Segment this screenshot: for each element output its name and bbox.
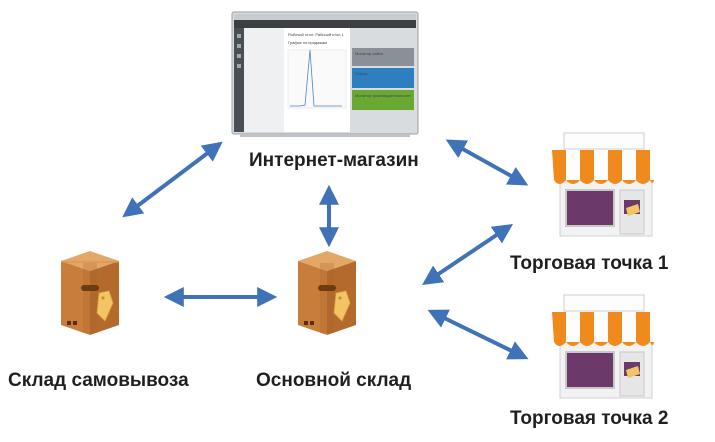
- screen-tab-chart: График по продажам: [288, 40, 327, 45]
- arrow-main-store1: [422, 223, 513, 286]
- arrow-main-store2: [427, 309, 529, 360]
- store2-icon: [552, 294, 656, 399]
- screen-panel-1: Монитор сайта: [355, 51, 384, 56]
- warehouse-pickup-box-icon: [61, 251, 119, 335]
- label-online-shop: Интернет-магазин: [249, 150, 419, 171]
- arrow-shop-store1: [445, 139, 529, 186]
- label-store2: Торговая точка 2: [510, 408, 669, 429]
- label-warehouse-pickup: Склад самовывоза: [8, 370, 189, 391]
- screen-tab-title: Рабочий стол: Рабочий стол 1: [288, 32, 345, 37]
- online-shop-screen-icon: Рабочий стол: Рабочий стол 1 График по п…: [231, 11, 419, 137]
- screen-panel-3: Монитор производительности: [355, 93, 411, 98]
- arrow-shop-warehouse-pickup: [122, 141, 223, 218]
- warehouse-main-box-icon: [298, 251, 356, 335]
- label-warehouse-main: Основной склад: [256, 370, 412, 391]
- screen-panel-2: Статус: [355, 71, 368, 76]
- label-store1: Торговая точка 1: [510, 253, 669, 274]
- store1-icon: [552, 132, 656, 237]
